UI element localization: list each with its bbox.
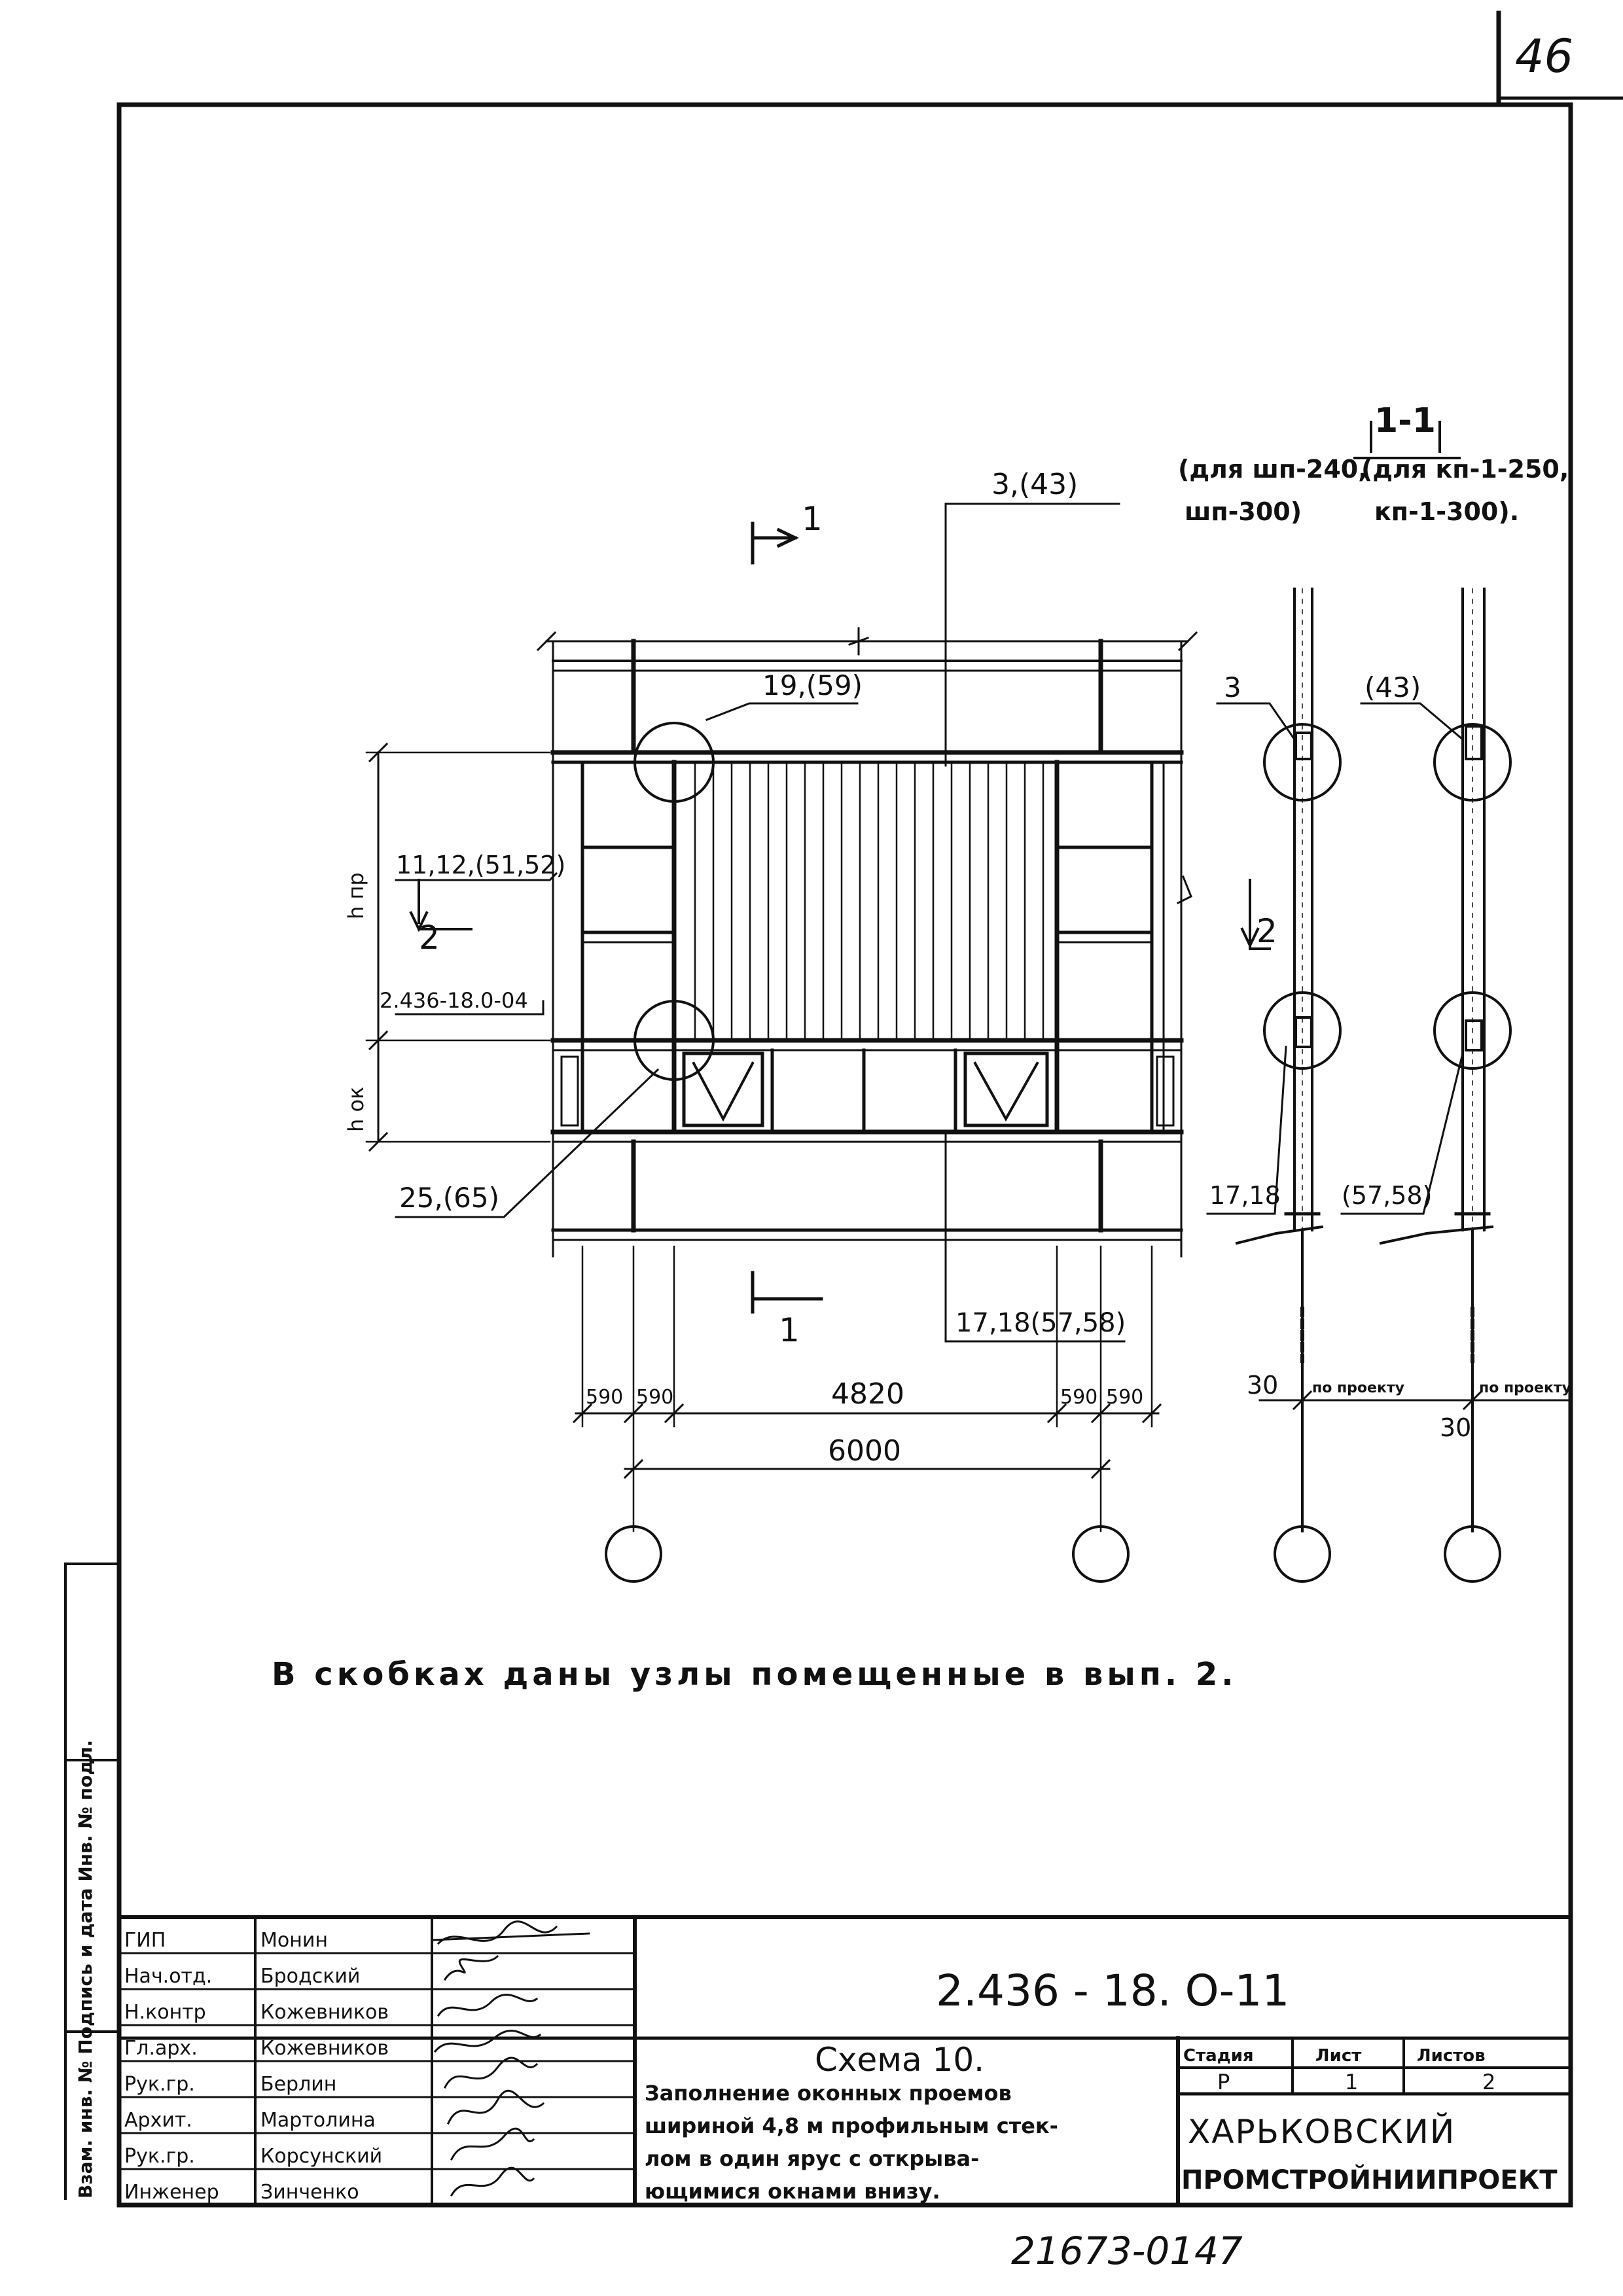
signature [443, 1954, 499, 1981]
signature [443, 2057, 539, 2089]
section2-number-right: 2 [1257, 912, 1277, 950]
sheets-header: Листов [1417, 2046, 1486, 2066]
staff-role: Рук.гр. [124, 2073, 195, 2096]
staff-role: Нач.отд. [124, 1965, 212, 1988]
signatures [433, 1920, 558, 2197]
window-elevation [365, 503, 1271, 1583]
sheet-value: 1 [1345, 2070, 1358, 2094]
section-note-right-1: (для кп-1-250, [1361, 455, 1569, 484]
callout-3-43: 3,(43) [991, 468, 1078, 501]
node-circle-43 [1433, 723, 1512, 802]
staff-name: Кожевников [260, 2037, 389, 2060]
dim-590-1: 590 [586, 1386, 623, 1409]
callout-17-18: 17,18(57,58) [955, 1308, 1126, 1338]
side-stamp: Взам. инв. № Подпись и дата Инв. № подл. [75, 1740, 96, 2199]
title-block [117, 1915, 1573, 2207]
node-circle-19 [633, 722, 715, 803]
bracket-note: В скобках даны узлы помещенные в вып. 2. [272, 1656, 1238, 1693]
signature [447, 2089, 545, 2125]
axis-marker-right [1072, 1525, 1130, 1583]
callout-2436: 2.436-18.0-04 [380, 988, 528, 1013]
staff-role: Гл.арх. [124, 2037, 198, 2060]
node-circle-3 [1263, 723, 1342, 802]
dim-po-proektu-a: по проекту [1312, 1380, 1404, 1396]
cut-number-bottom: 1 [779, 1311, 800, 1349]
sheet-frame [116, 102, 1573, 2208]
callout-57-58: (57,58) [1342, 1181, 1432, 1210]
section-note-left-2: шп-300) [1185, 497, 1302, 526]
dim-30-b: 30 [1440, 1413, 1471, 1442]
dim-590-4: 590 [1106, 1386, 1143, 1409]
height-lower: h ок [344, 1087, 368, 1132]
stage-value: Р [1217, 2070, 1230, 2094]
dim-6000: 6000 [828, 1434, 901, 1468]
page-number: 46 [1515, 29, 1573, 83]
dim-590-3: 590 [1060, 1386, 1097, 1409]
organization-line-1: ХАРЬКОВСКИЙ [1188, 2112, 1455, 2151]
staff-name: Бродский [260, 1965, 360, 1988]
dim-590-2: 590 [636, 1386, 673, 1409]
staff-name: Корсунский [260, 2145, 382, 2168]
scheme-desc-3: лом в один ярус с открыва- [645, 2146, 979, 2171]
scheme-desc-1: Заполнение оконных проемов [645, 2081, 1012, 2106]
dim-po-proektu-b: по проекту [1479, 1380, 1571, 1396]
stage-header: Стадия [1183, 2046, 1254, 2066]
dim-30-a: 30 [1247, 1371, 1278, 1400]
node-circle-17 [1263, 991, 1342, 1070]
staff-role: Инженер [124, 2181, 219, 2204]
signature [450, 2127, 535, 2161]
staff-name: Зинченко [260, 2181, 359, 2204]
staff-name: Монин [260, 1929, 328, 1952]
callout-19-59: 19,(59) [762, 669, 863, 701]
sheet-header: Лист [1315, 2046, 1361, 2066]
callout-11-12: 11,12,(51,52) [396, 851, 565, 879]
section-note-right-2: кп-1-300). [1374, 497, 1519, 526]
cut-number-top: 1 [802, 500, 823, 538]
footer-page: 47 [1194, 2229, 1243, 2273]
height-upper: h пр [344, 872, 368, 919]
staff-role: Архит. [124, 2109, 192, 2132]
staff-name: Берлин [260, 2073, 336, 2096]
axis-marker-section-left [1274, 1525, 1331, 1583]
node-circle-25 [633, 1000, 715, 1081]
section-1-1 [1206, 421, 1572, 1583]
axis-marker-left [605, 1525, 662, 1583]
callout-17-18-section: 17,18 [1209, 1181, 1281, 1210]
scheme-title: Схема 10. [815, 2041, 984, 2079]
signature [433, 2030, 542, 2053]
sheets-value: 2 [1482, 2070, 1495, 2094]
dim-4820: 4820 [831, 1377, 904, 1411]
signature [437, 1920, 558, 1945]
staff-list: ГИП Монин Нач.отд. Бродский Н.контр Коже… [124, 1929, 389, 2204]
staff-role: Рук.гр. [124, 2145, 195, 2168]
scheme-desc-4: ющимися окнами внизу. [645, 2179, 940, 2204]
signature [437, 1994, 539, 2017]
section2-number-left: 2 [419, 919, 440, 957]
staff-name: Мартолина [260, 2109, 376, 2132]
signature [450, 2166, 535, 2197]
scheme-desc-2: шириной 4,8 м профильным стек- [645, 2113, 1058, 2138]
node-circle-57 [1433, 991, 1512, 1070]
section-note-left-1: (для шп-240, [1178, 455, 1368, 484]
footer-code: 21673-01 [1011, 2229, 1194, 2273]
callout-43: (43) [1364, 671, 1421, 703]
axis-marker-section-right [1444, 1525, 1501, 1583]
document-code: 2.436 - 18. О-11 [936, 1966, 1289, 2016]
organization-line-2: ПРОМСТРОЙНИИПРОЕКТ [1181, 2164, 1558, 2195]
staff-role: ГИП [124, 1929, 166, 1952]
staff-name: Кожевников [260, 2001, 389, 2024]
staff-role: Н.контр [124, 2001, 206, 2024]
section-title: 1-1 [1374, 401, 1436, 440]
callout-25-65: 25,(65) [399, 1182, 499, 1214]
callout-3: 3 [1224, 671, 1241, 703]
